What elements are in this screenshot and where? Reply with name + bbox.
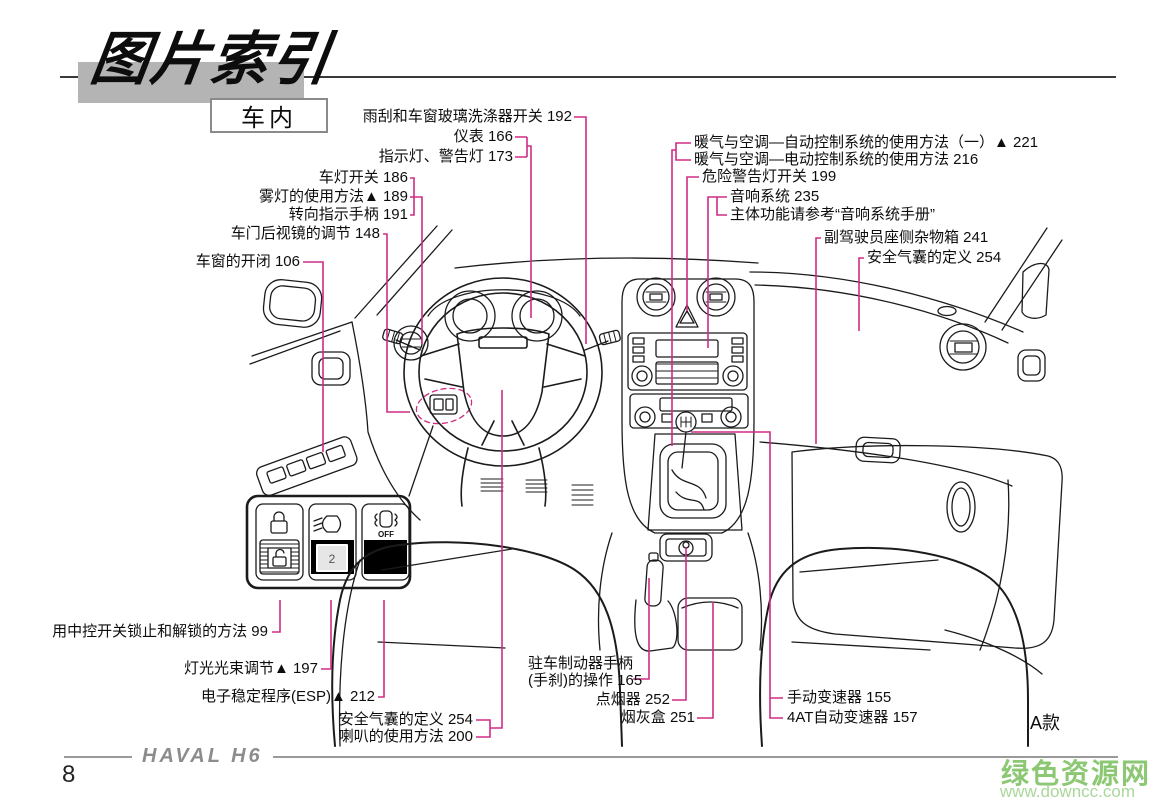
- glovebox: [791, 436, 1063, 649]
- steering-wheel: [403, 277, 603, 507]
- callout-audio-manual-note: 主体功能请参考“音响系统手册”: [730, 206, 935, 223]
- switch-inset-box: 2 OFF: [245, 494, 412, 590]
- callout-parking-brake-line2: (手刹)的操作 165: [528, 672, 643, 689]
- pedals: [480, 478, 594, 506]
- page-number: 8: [62, 761, 76, 788]
- callout-cigarette-lighter: 点烟器 252: [595, 691, 670, 708]
- switch-cluster-location: [408, 387, 473, 497]
- padlock-icon: [270, 511, 288, 534]
- callout-airbag-definition-right: 安全气囊的定义 254: [867, 249, 1002, 266]
- title-background-block: [78, 62, 304, 103]
- callout-instruments: 仪表 166: [453, 128, 513, 145]
- section-label-box: 车内: [210, 98, 328, 133]
- watermark-site-url: www.downcc.com: [999, 782, 1135, 801]
- door-panel: [256, 321, 421, 521]
- hazard-button: [675, 304, 699, 328]
- ashtray: [677, 597, 743, 651]
- front-seats: [331, 541, 1029, 747]
- leveling-position-label: 2: [329, 552, 336, 566]
- callout-parking-brake: 驻车制动器手柄 (手刹)的操作 165: [528, 655, 642, 689]
- callout-window-open-close: 车窗的开闭 106: [195, 253, 300, 270]
- headlight-leveling-icon: [313, 515, 342, 533]
- callout-wiper-washer-switch: 雨刮和车窗玻璃洗涤器开关 192: [362, 108, 572, 125]
- callout-audio-system: 音响系统 235: [730, 188, 820, 205]
- callout-esp-program: 电子稳定程序(ESP)▲ 212: [200, 688, 375, 705]
- header-rule: [60, 76, 1116, 78]
- callout-horn-usage: 喇叭的使用方法 200: [338, 728, 473, 745]
- window-switch-panel: [256, 436, 358, 497]
- instrument-cluster: [427, 289, 581, 342]
- leader-lines: [272, 116, 864, 738]
- center-stack: [621, 277, 755, 534]
- callout-indicator-warning-lights: 指示灯、警告灯 173: [378, 148, 513, 165]
- page-title: 图片索引: [86, 27, 336, 92]
- footer-brand-logo: HAVAL H6: [132, 745, 273, 768]
- esp-off-label: OFF: [378, 530, 394, 539]
- esp-off-icon: [374, 510, 398, 528]
- gear-shifter: [647, 411, 743, 531]
- callout-hazard-switch: 危险警告灯开关 199: [702, 168, 837, 185]
- callout-airbag-definition-bottom: 安全气囊的定义 254: [338, 711, 473, 728]
- callout-turn-signal-lever: 转向指示手柄 191: [288, 206, 408, 223]
- callout-manual-transmission: 手动变速器 155: [787, 689, 892, 706]
- wiper-stalk: [584, 329, 621, 351]
- callout-door-mirror-adjustment: 车门后视镜的调节 148: [230, 225, 380, 242]
- callout-glovebox: 副驾驶员座侧杂物箱 241: [824, 229, 989, 246]
- right-door: [944, 227, 1063, 675]
- watermark-site-name: 绿色资源网: [1000, 758, 1151, 789]
- callout-hvac-auto: 暖气与空调—自动控制系统的使用方法（一）▲ 221: [694, 134, 1039, 151]
- variant-note: A款: [1030, 713, 1061, 733]
- section-label: 车内: [241, 105, 297, 132]
- callout-hvac-manual: 暖气与空调—电动控制系统的使用方法 216: [694, 151, 979, 168]
- callout-automatic-transmission: 4AT自动变速器 157: [787, 709, 918, 726]
- callout-headlight-leveling: 灯光光束调节▲ 197: [183, 660, 318, 677]
- audio-unit: [627, 332, 748, 391]
- callout-parking-brake-line1: 驻车制动器手柄: [528, 655, 634, 672]
- callout-light-switch: 车灯开关 186: [318, 169, 408, 186]
- callout-ashtray: 烟灰盒 251: [620, 709, 695, 726]
- right-dash-vent: [937, 305, 987, 371]
- footer-rule: [64, 756, 1118, 758]
- left-dash-vent: [393, 325, 429, 361]
- padlock-open-icon: [272, 548, 287, 567]
- center-vents: [636, 277, 736, 317]
- door-mirror: [262, 279, 323, 328]
- left-pillar-lines: [249, 225, 453, 365]
- handbrake-lever: [634, 552, 678, 652]
- callout-central-lock-method: 用中控开关锁止和解锁的方法 99: [52, 623, 268, 640]
- tunnel-console: [597, 532, 763, 652]
- callout-fog-light-usage: 雾灯的使用方法▲ 189: [258, 188, 408, 205]
- dash-top-lines: [454, 257, 1024, 487]
